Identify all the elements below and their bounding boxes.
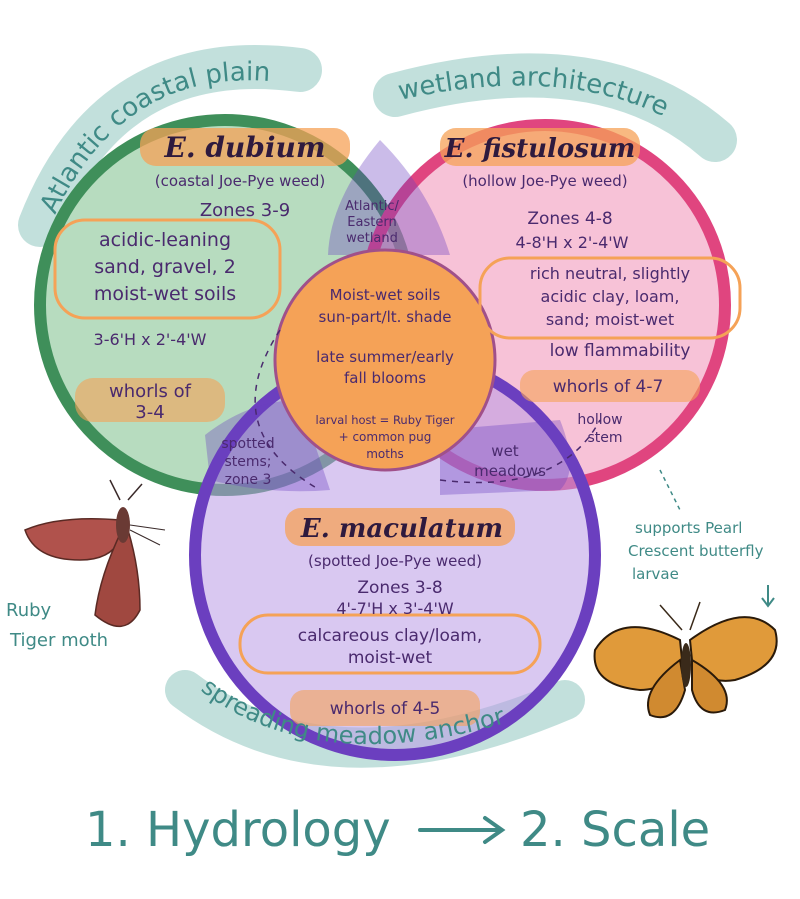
soil-outline-fistulosum xyxy=(478,256,742,340)
fistulosum-whorls: whorls of 4-7 xyxy=(553,377,664,397)
overlap-dm-2: stems; xyxy=(224,454,271,470)
pearl-label-3: larvae xyxy=(632,565,679,583)
center-line-3: late summer/early xyxy=(316,348,454,366)
dubium-whorls-2: 3-4 xyxy=(135,402,164,423)
center-circle xyxy=(273,248,497,472)
maculatum-size: 4'-7'H x 3'-4'W xyxy=(336,599,454,618)
highlight-maculatum xyxy=(285,508,515,546)
pearl-label-1: supports Pearl xyxy=(635,519,742,537)
fistulosum-soil-1: rich neutral, slightly xyxy=(530,264,690,283)
band-top-left xyxy=(18,45,322,247)
maculatum-zones: Zones 3-8 xyxy=(357,578,442,598)
center-line-2: sun-part/lt. shade xyxy=(319,308,452,326)
fistulosum-stem-2: stem xyxy=(587,430,622,446)
fistulosum-soil-3: sand; moist-wet xyxy=(546,310,674,329)
overlap-dm-3: zone 3 xyxy=(225,472,272,488)
maculatum-common: (spotted Joe-Pye weed) xyxy=(308,552,482,570)
highlight-fistulosum xyxy=(440,128,640,166)
highlight-whorls-dubium xyxy=(75,378,225,422)
band-top-right xyxy=(373,53,737,162)
center-line-6: + common pug xyxy=(339,430,432,444)
footer-step-1: 1. Hydrology xyxy=(85,802,391,858)
fistulosum-size: 4-8'H x 2'-4'W xyxy=(516,233,629,252)
dubium-soil-2: sand, gravel, 2 xyxy=(94,256,236,278)
overlap-df-1: Atlantic/ xyxy=(345,199,399,214)
dubium-soil-1: acidic-leaning xyxy=(99,229,231,251)
fistulosum-soil-2: acidic clay, loam, xyxy=(541,287,680,306)
dubium-name: E. dubium xyxy=(164,131,326,164)
pearl-arrow-down xyxy=(761,585,775,608)
highlight-whorls-fistulosum xyxy=(520,370,700,402)
maculatum-name: E. maculatum xyxy=(300,514,503,544)
arrow-right-icon xyxy=(418,816,506,844)
pearl-crescent-butterfly-illustration xyxy=(593,601,778,719)
highlight-dubium xyxy=(140,128,350,166)
soil-outline-dubium xyxy=(53,218,282,320)
center-line-5: larval host = Ruby Tiger xyxy=(316,413,455,427)
ruby-label-2: Tiger moth xyxy=(9,630,108,651)
dubium-whorls-1: whorls of xyxy=(109,381,192,402)
soil-outline-maculatum xyxy=(238,613,542,675)
ruby-tiger-moth-illustration xyxy=(24,479,166,627)
overlap-fm-2: meadows xyxy=(474,462,546,480)
center-line-4: fall blooms xyxy=(344,369,426,387)
pearl-label-2: Crescent butterfly xyxy=(628,542,764,560)
pearl-arrow xyxy=(659,469,681,511)
fistulosum-flammability: low flammability xyxy=(550,341,691,361)
overlap-fm-1: wet xyxy=(491,442,518,460)
highlight-whorls-maculatum xyxy=(290,690,480,726)
center-line-1: Moist-wet soils xyxy=(330,286,441,304)
overlap-dm-1: spotted xyxy=(221,436,274,452)
dubium-soil-3: moist-wet soils xyxy=(94,283,236,305)
dashed-boundary xyxy=(254,329,321,491)
dubium-size: 3-6'H x 2'-4'W xyxy=(94,330,207,349)
overlap-right-tint xyxy=(440,420,570,495)
overlap-df-3: wetland xyxy=(346,231,398,246)
ruby-label-1: Ruby xyxy=(6,600,52,621)
dubium-zones: Zones 3-9 xyxy=(200,200,290,221)
maculatum-soil-1: calcareous clay/loam, xyxy=(298,626,483,646)
fistulosum-name: E. fistulosum xyxy=(444,134,636,164)
fistulosum-zones: Zones 4-8 xyxy=(527,209,612,229)
dashed-boundary xyxy=(439,419,601,484)
maculatum-whorls: whorls of 4-5 xyxy=(330,699,441,719)
fistulosum-stem-1: hollow xyxy=(577,412,622,428)
overlap-df-2: Eastern xyxy=(347,215,396,230)
overlap-top-tint xyxy=(328,140,450,255)
dubium-common: (coastal Joe-Pye weed) xyxy=(155,172,326,190)
center-line-7: moths xyxy=(366,447,404,461)
footer-step-2: 2. Scale xyxy=(520,802,710,858)
fistulosum-common: (hollow Joe-Pye weed) xyxy=(462,172,627,190)
maculatum-soil-2: moist-wet xyxy=(348,648,433,668)
